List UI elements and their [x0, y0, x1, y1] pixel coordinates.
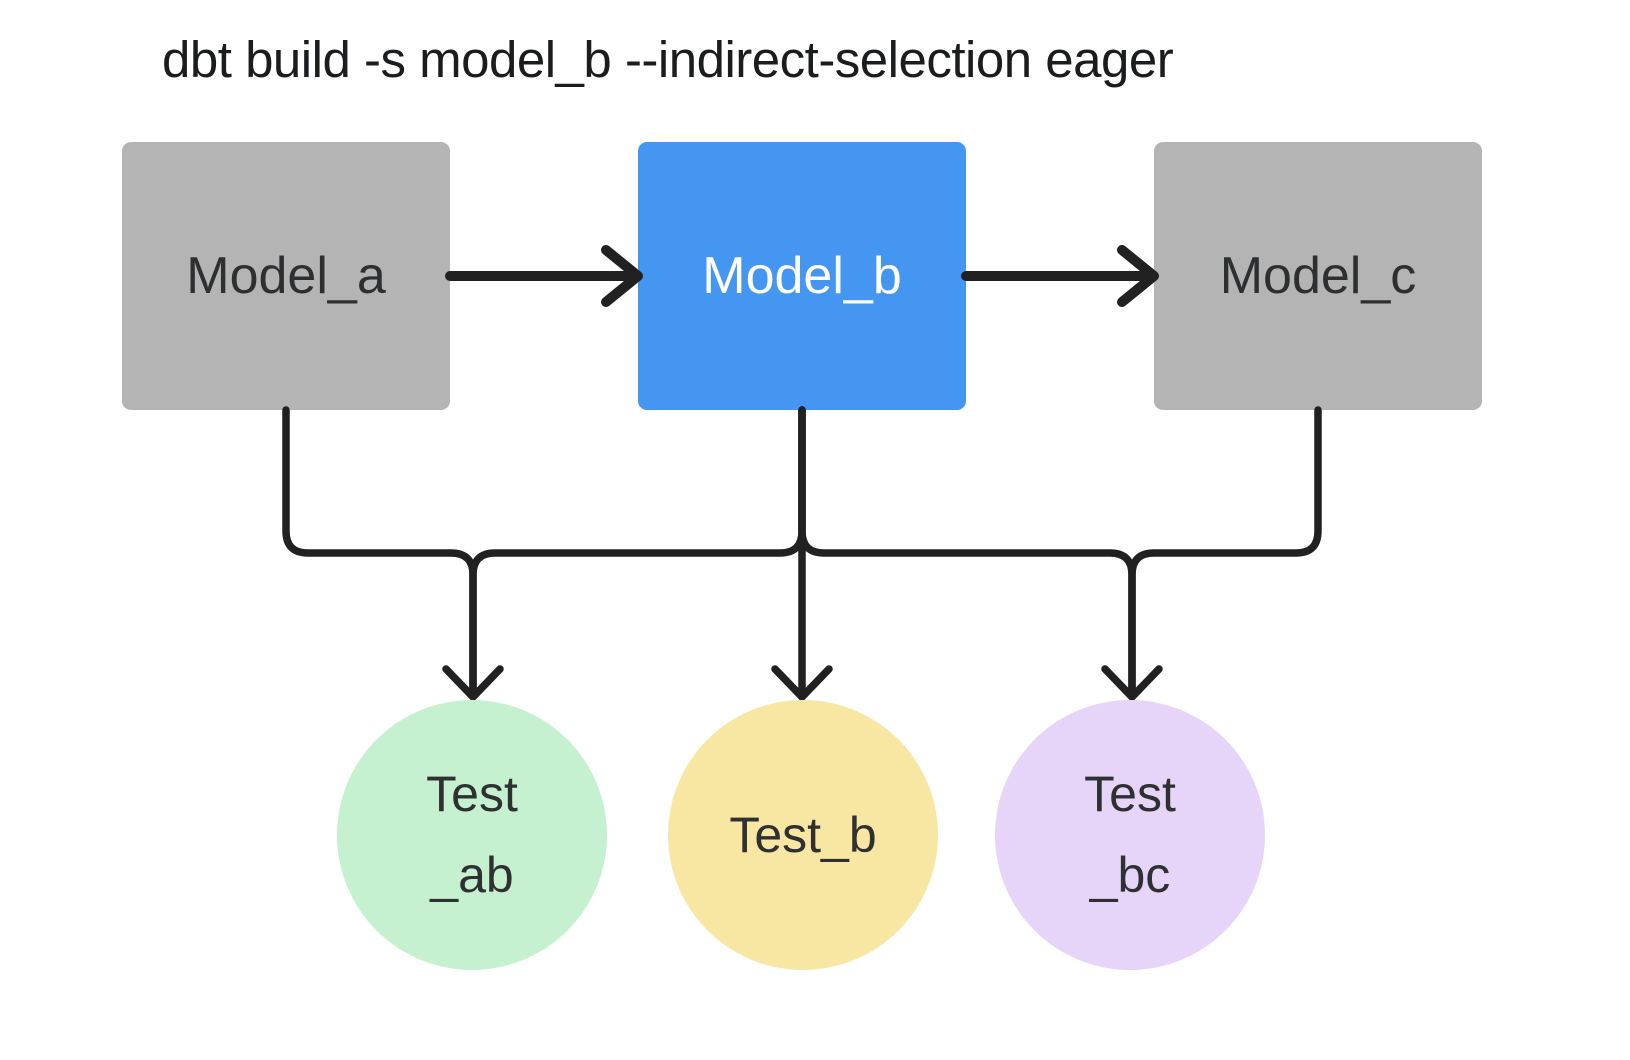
arrowhead-test-bc	[1101, 665, 1163, 701]
node-model-b-label: Model_b	[702, 247, 902, 305]
arrowhead-test-b	[771, 665, 833, 701]
edge-model-a-test-ab	[282, 406, 477, 694]
node-test-b: Test_b	[668, 700, 938, 970]
node-test-bc: Test _bc	[995, 700, 1265, 970]
node-test-ab-line-1: Test	[426, 766, 518, 822]
arrowhead-model-b	[601, 245, 643, 307]
arrowhead-test-ab	[442, 665, 504, 701]
node-model-b: Model_b	[638, 142, 966, 410]
diagram-title: dbt build -s model_b --indirect-selectio…	[162, 31, 1174, 88]
edge-model-b-test-bc	[798, 406, 1136, 694]
node-model-c: Model_c	[1154, 142, 1482, 410]
edge-model-c-test-bc	[1128, 406, 1322, 694]
node-model-c-label: Model_c	[1219, 247, 1417, 305]
node-model-a-label: Model_a	[186, 247, 386, 305]
node-test-ab-line-2: _ab	[430, 847, 514, 903]
arrowhead-model-c	[1117, 245, 1159, 307]
node-model-a: Model_a	[122, 142, 450, 410]
node-test-bc-line-1: Test	[1084, 766, 1176, 822]
node-test-bc-line-2: _bc	[1089, 847, 1171, 903]
node-test-b-line-1: Test_b	[729, 806, 877, 863]
node-test-ab: Test _ab	[337, 700, 607, 970]
edge-model-b-test-ab	[469, 406, 806, 694]
